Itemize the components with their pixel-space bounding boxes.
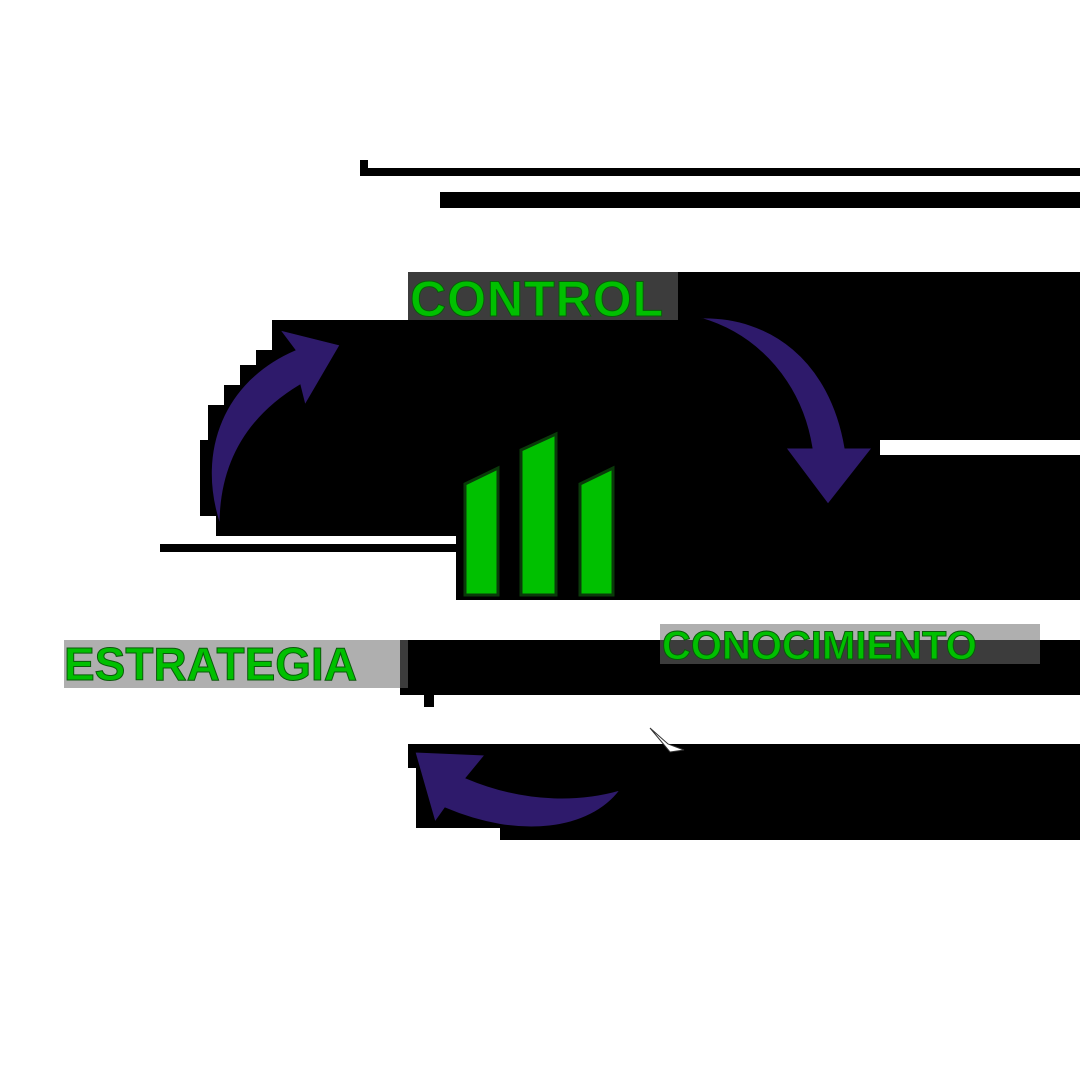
top-band-1-notch bbox=[360, 160, 368, 170]
bar-left bbox=[463, 465, 500, 597]
white-stripe-right bbox=[880, 440, 1080, 455]
label-estrategia: ESTRATEGIA bbox=[63, 638, 358, 690]
main-field bbox=[272, 320, 1080, 440]
main-field-lower bbox=[456, 456, 1080, 600]
control-label-bg bbox=[408, 272, 678, 320]
bar-middle bbox=[519, 431, 558, 597]
bottom-band bbox=[408, 744, 1080, 768]
bar-right bbox=[578, 465, 615, 597]
top-band-1 bbox=[360, 168, 1080, 176]
bottom-band-tail bbox=[500, 828, 1080, 840]
middle-band-left-tail bbox=[424, 695, 434, 707]
main-field-lower-left-2 bbox=[216, 516, 460, 536]
main-field-lower-left bbox=[200, 456, 460, 516]
label-conocimiento: CONOCIMIENTO bbox=[662, 624, 978, 668]
conocimiento-label-bg bbox=[660, 624, 1040, 664]
label-control: CONTROL bbox=[409, 271, 665, 327]
top-band-2 bbox=[440, 192, 1080, 208]
left-thin-band bbox=[160, 544, 460, 552]
estrategia-label-bg bbox=[64, 640, 408, 688]
middle-band-top-right bbox=[640, 590, 1080, 600]
